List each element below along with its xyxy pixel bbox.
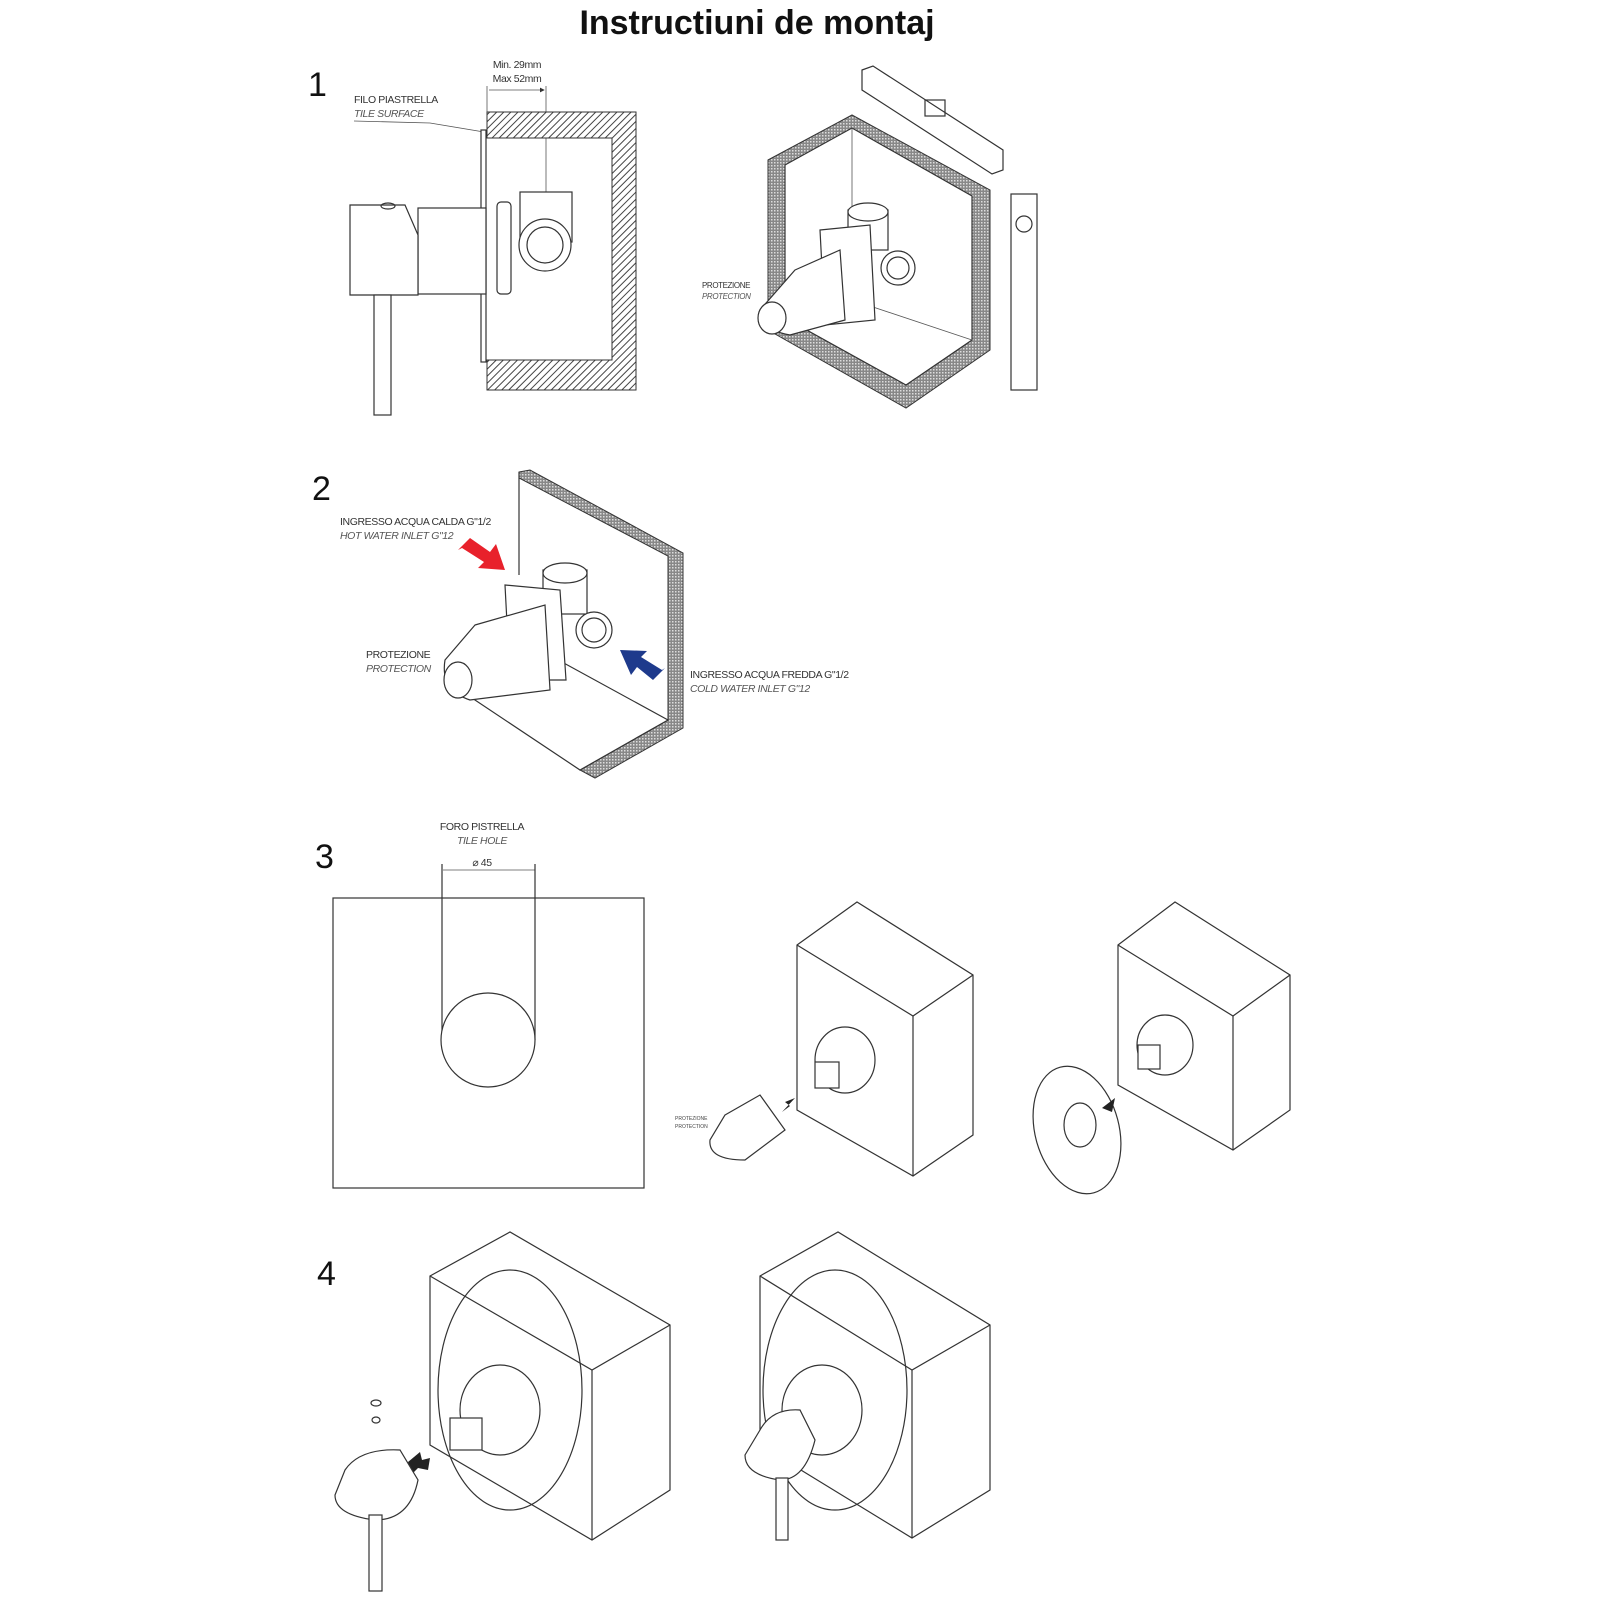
arrow-icon: [782, 1098, 795, 1112]
cold-water-arrow-icon: [620, 650, 665, 680]
protection-label-en: PROTECTION: [675, 1124, 708, 1130]
step-1: 1 Min. 29mm Max 52mm FILO PIASTRELLA TIL…: [308, 59, 637, 416]
step-1-iso-view: PROTEZIONE PROTECTION: [702, 65, 1038, 409]
arrow-icon: [408, 1452, 430, 1474]
protection-label: PROTEZIONE: [702, 281, 750, 290]
diameter-label: ⌀ 45: [472, 857, 492, 869]
cold-inlet-label-en: COLD WATER INLET G"12: [690, 683, 810, 695]
hot-inlet-label-en: HOT WATER INLET G"12: [340, 530, 454, 542]
page-title: Instructiuni de montaj: [579, 4, 934, 42]
cover-plate: [1032, 1065, 1122, 1195]
cold-inlet-label: INGRESSO ACQUA FREDDA G"1/2: [690, 669, 849, 681]
tile-hole-label: FORO PISTRELLA: [440, 821, 525, 833]
protection-label-en: PROTECTION: [366, 663, 432, 675]
spirit-level-icon: [861, 65, 1004, 175]
spirit-level-icon: [1010, 193, 1038, 391]
step-4: 4: [317, 1231, 991, 1592]
protection-label: PROTEZIONE: [675, 1116, 708, 1122]
step-number: 2: [312, 470, 331, 508]
dimension-max: Max 52mm: [493, 73, 542, 85]
step-2: 2 INGRESSO ACQUA CALDA G"1/2 HOT WATER I…: [312, 469, 850, 779]
step-number: 3: [315, 838, 334, 876]
tile-surface-label-en: TILE SURFACE: [354, 108, 425, 120]
step-number: 4: [317, 1255, 336, 1293]
hot-inlet-label: INGRESSO ACQUA CALDA G"1/2: [340, 516, 491, 528]
hot-water-arrow-icon: [458, 538, 505, 570]
step-3: 3 FORO PISTRELLA TILE HOLE ⌀ 45 PROTEZIO…: [315, 821, 1291, 1195]
protection-label: PROTEZIONE: [366, 649, 431, 661]
tile-hole-label-en: TILE HOLE: [457, 835, 508, 847]
protection-label-en: PROTECTION: [702, 292, 751, 301]
step-number: 1: [308, 66, 327, 104]
dimension-min: Min. 29mm: [493, 59, 542, 71]
arrow-icon: [1102, 1098, 1115, 1112]
tile-surface-label: FILO PIASTRELLA: [354, 94, 438, 106]
